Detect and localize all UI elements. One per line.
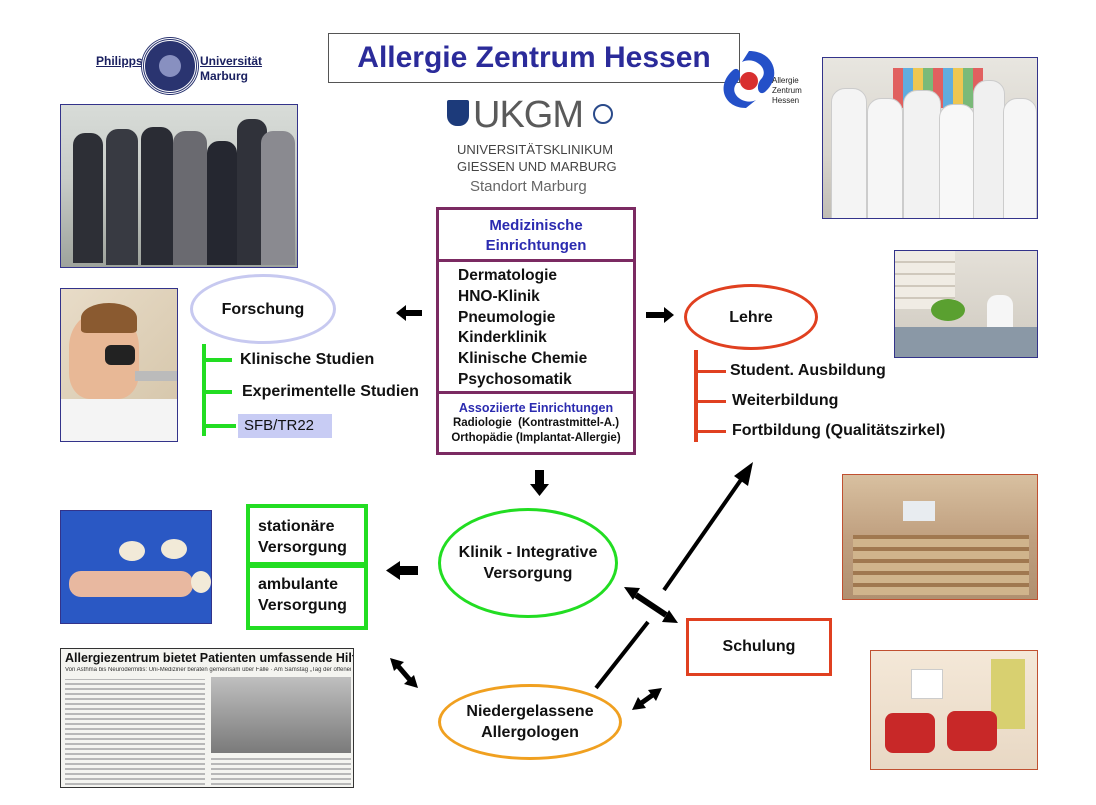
azh-label-3: Hessen bbox=[772, 96, 800, 105]
azh-label-2: Zentrum bbox=[772, 86, 802, 95]
newspaper-body-text bbox=[65, 679, 205, 785]
stationaer-line-1: stationäre bbox=[258, 518, 335, 535]
lehre-label: Lehre bbox=[729, 308, 773, 326]
research-photo bbox=[60, 288, 178, 442]
ukgm-seal-icon bbox=[593, 104, 613, 124]
facility-pneumologie: Pneumologie bbox=[458, 308, 556, 326]
azh-logo: Allergie Zentrum Hessen bbox=[714, 46, 814, 118]
forschung-ellipse: Forschung bbox=[190, 274, 336, 344]
facility-hno-klinik: HNO-Klinik bbox=[458, 287, 540, 305]
arrow-niedergelassene-schulung-photo bbox=[632, 688, 662, 710]
arrow-to-klinik bbox=[530, 470, 549, 496]
forschung-item-experimentelle-studien: Experimentelle Studien bbox=[242, 383, 419, 400]
azh-logo-icon bbox=[723, 51, 775, 108]
team-photo-right bbox=[822, 57, 1038, 219]
ukgm-logo: UKGM UNIVERSITÄTSKLINIKUM GIESSEN UND MA… bbox=[445, 94, 625, 196]
schulung-box: Schulung bbox=[686, 618, 832, 676]
arrow-to-lehre bbox=[646, 307, 674, 323]
forschung-branch-3 bbox=[204, 424, 236, 428]
ukgm-line3: Standort Marburg bbox=[470, 178, 587, 195]
skin-test-photo bbox=[60, 510, 212, 624]
marburg-label: Marburg bbox=[200, 69, 248, 83]
associated-facilities: Assoziierte Einrichtungen Radiologie (Ko… bbox=[439, 400, 633, 446]
facility-dermatologie: Dermatologie bbox=[458, 267, 558, 284]
lehre-item-fortbildung: Fortbildung (Qualitätszirkel) bbox=[732, 422, 946, 439]
arrow-klinik-schulung bbox=[624, 587, 678, 623]
niedergelassene-ellipse: Niedergelassene Allergologen bbox=[438, 684, 622, 760]
stationaer-line-2: Versorgung bbox=[258, 539, 347, 556]
forschung-branch-2 bbox=[204, 390, 232, 394]
ukgm-line2: GIESSEN UND MARBURG bbox=[457, 159, 617, 174]
lecture-hall-photo bbox=[842, 474, 1038, 600]
arrow-to-versorgung bbox=[386, 561, 418, 580]
ukgm-name: UKGM bbox=[473, 94, 584, 136]
lehre-tree-line bbox=[694, 350, 698, 442]
lehre-branch-3 bbox=[696, 430, 726, 433]
klinik-line-1: Klinik - Integrative bbox=[458, 544, 598, 561]
sfb-badge: SFB/TR22 bbox=[238, 414, 332, 438]
klinik-line-2: Versorgung bbox=[483, 565, 573, 582]
facility-kinderklinik: Kinderklinik bbox=[458, 329, 547, 347]
facility-psychosomatik: Psychosomatik bbox=[458, 370, 572, 388]
lehre-branch-2 bbox=[696, 400, 726, 403]
header-line-1: Medizinische bbox=[489, 217, 583, 234]
ukgm-shield-icon bbox=[447, 100, 469, 126]
forschung-item-klinische-studien: Klinische Studien bbox=[240, 351, 375, 368]
teaching-photo bbox=[894, 250, 1038, 358]
header-line-2: Einrichtungen bbox=[485, 237, 587, 254]
lehre-item-weiterbildung: Weiterbildung bbox=[732, 392, 839, 409]
newspaper-headline: Allergiezentrum bietet Patienten umfasse… bbox=[65, 651, 354, 665]
lehre-branch-1 bbox=[696, 370, 726, 373]
arrow-klinik-to-lehre bbox=[662, 462, 753, 592]
azh-label-1: Allergie bbox=[772, 76, 799, 85]
stationaer-box: stationäre Versorgung bbox=[246, 504, 368, 566]
arrow-newspaper-niedergelassene bbox=[390, 658, 418, 688]
medical-facilities-box: Medizinische Einrichtungen Dermatologie … bbox=[436, 207, 636, 455]
universitaet-label: Universität bbox=[200, 54, 263, 68]
associated-title: Assoziierte Einrichtungen bbox=[458, 401, 614, 415]
niedergelassene-line-1: Niedergelassene bbox=[466, 703, 594, 720]
seal-icon bbox=[142, 38, 198, 94]
ambulant-line-2: Versorgung bbox=[258, 597, 347, 614]
ambulant-box: ambulante Versorgung bbox=[246, 564, 368, 630]
associated-radiologie: Radiologie (Kontrastmittel-A.) bbox=[452, 417, 620, 429]
training-room-photo bbox=[870, 650, 1038, 770]
medical-facilities-header: Medizinische Einrichtungen bbox=[439, 210, 633, 262]
philipps-logo: Philipps Universität Marburg bbox=[92, 38, 262, 98]
associated-orthopaedie: Orthopädie (Implantat-Allergie) bbox=[451, 432, 621, 444]
forschung-label: Forschung bbox=[221, 300, 305, 318]
forschung-branch-1 bbox=[204, 358, 232, 362]
facility-klinische-chemie: Klinische Chemie bbox=[458, 350, 588, 368]
page-title: Allergie Zentrum Hessen bbox=[328, 33, 740, 83]
philipps-label: Philipps bbox=[96, 54, 143, 68]
newspaper-photo bbox=[211, 677, 351, 753]
newspaper-subline: Von Asthma bis Neurodermitis: Uni-Medizi… bbox=[65, 667, 351, 673]
arrow-to-forschung bbox=[396, 305, 422, 321]
medical-facilities-list: Dermatologie HNO-Klinik Pneumologie Kind… bbox=[439, 262, 633, 394]
newspaper-clipping: Allergiezentrum bietet Patienten umfasse… bbox=[60, 648, 354, 788]
line-niedergelassene-schulung bbox=[594, 620, 650, 690]
ukgm-line1: UNIVERSITÄTSKLINIKUM bbox=[457, 142, 614, 157]
team-photo-left bbox=[60, 104, 298, 268]
lehre-ellipse: Lehre bbox=[684, 284, 818, 350]
niedergelassene-line-2: Allergologen bbox=[481, 724, 579, 741]
lehre-item-student-ausbildung: Student. Ausbildung bbox=[730, 362, 886, 379]
newspaper-body-text-2 bbox=[211, 757, 351, 785]
klinik-ellipse: Klinik - Integrative Versorgung bbox=[438, 508, 618, 618]
schulung-label: Schulung bbox=[722, 638, 796, 655]
ambulant-line-1: ambulante bbox=[258, 576, 339, 593]
